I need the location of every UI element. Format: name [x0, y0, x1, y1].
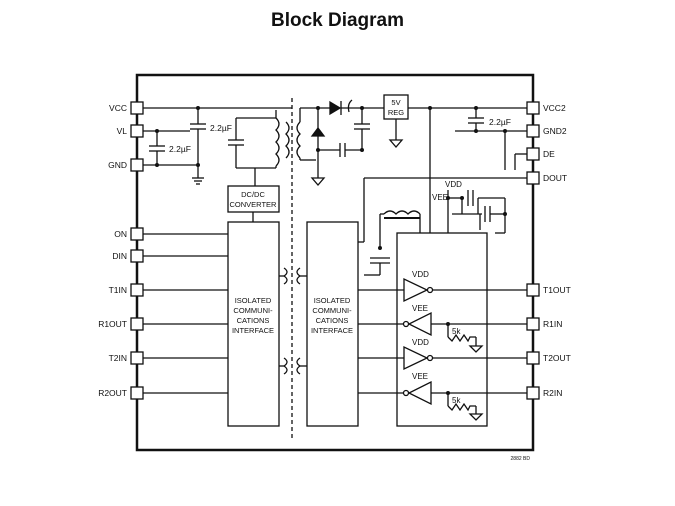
junction-dot — [474, 129, 478, 133]
junction-dot — [460, 196, 464, 200]
junction-dot — [316, 148, 320, 152]
signal-transformer-2 — [279, 357, 307, 375]
dcdc-converter — [227, 185, 280, 222]
regulator-label-2: REG — [388, 108, 404, 117]
pin-label-t1in: T1IN — [109, 285, 127, 295]
junction-dot — [446, 322, 450, 326]
junction-dot — [360, 148, 364, 152]
driver-1 — [358, 277, 527, 303]
junction-dot — [155, 163, 159, 167]
junction-dot — [503, 129, 507, 133]
left-pins — [130, 101, 144, 400]
primary-tank-circuit — [228, 110, 290, 186]
vee-label-driver-2: VEE — [412, 372, 428, 381]
resistor-label-1: 5k — [452, 327, 461, 336]
left-supply-wiring — [143, 107, 292, 185]
isolated-interface-left — [227, 221, 280, 427]
vdd-label-driver-1: VDD — [412, 270, 429, 279]
cap-label-vcc: 2.2µF — [210, 123, 232, 133]
pin-din — [130, 249, 144, 263]
vdd-label-driver-2: VDD — [412, 338, 429, 347]
pin-t1in — [130, 283, 144, 297]
junction-dot — [196, 163, 200, 167]
vee-label-driver-1: VEE — [412, 304, 428, 313]
iso-left-line-3: CATIONS — [237, 316, 270, 325]
junction-dot — [428, 106, 432, 110]
signal-transformer-1 — [279, 267, 307, 285]
pin-label-vcc2: VCC2 — [543, 103, 566, 113]
pin-r1out — [130, 317, 144, 331]
pin-de — [526, 147, 540, 161]
pin-label-r2out: R2OUT — [98, 388, 127, 398]
pin-label-t2in: T2IN — [109, 353, 127, 363]
pin-r2out — [130, 386, 144, 400]
receiver-1 — [358, 311, 527, 353]
regulator-label-1: 5V — [391, 98, 400, 107]
regulator-5v — [383, 94, 527, 148]
pin-label-on: ON — [114, 229, 127, 239]
secondary-coil — [364, 210, 421, 276]
figure-code: 2882 BD — [511, 456, 531, 462]
de-dout-wiring — [358, 153, 527, 243]
junction-dot — [474, 106, 478, 110]
pin-label-gnd: GND — [108, 160, 127, 170]
secondary-power — [296, 99, 384, 186]
pin-gnd2 — [526, 124, 540, 138]
pin-label-r1out: R1OUT — [98, 319, 127, 329]
charge-pump — [447, 190, 506, 234]
dcdc-label-1: DC/DC — [241, 190, 265, 199]
iso-right-line-3: CATIONS — [316, 316, 349, 325]
pin-label-r2in: R2IN — [543, 388, 562, 398]
pin-vcc — [130, 101, 144, 115]
pin-vcc2 — [526, 101, 540, 115]
driver-2 — [358, 345, 527, 371]
cap-label-vcc2: 2.2µF — [489, 117, 511, 127]
page-title: Block Diagram — [270, 10, 405, 31]
pin-label-t1out: T1OUT — [543, 285, 571, 295]
pin-label-din: DIN — [112, 251, 127, 261]
dcdc-label-2: CONVERTER — [230, 200, 278, 209]
junction-dot — [196, 106, 200, 110]
pin-r1in — [526, 317, 540, 331]
iso-left-line-2: COMMUNI- — [233, 306, 273, 315]
junction-dot — [446, 391, 450, 395]
vee-label-top: VEE — [432, 193, 448, 202]
junction-dot — [378, 246, 382, 250]
pin-label-dout: DOUT — [543, 173, 567, 183]
transformer-primary-core — [285, 121, 290, 159]
pin-on — [130, 227, 144, 241]
receiver-2 — [358, 380, 527, 421]
cap-label-vl: 2.2µF — [169, 144, 191, 154]
iso-right-line-4: INTERFACE — [311, 326, 353, 335]
pin-label-gnd2: GND2 — [543, 126, 567, 136]
pin-label-vl: VL — [117, 126, 128, 136]
junction-dot — [446, 196, 450, 200]
pin-t2in — [130, 351, 144, 365]
junction-dot — [155, 129, 159, 133]
iso-left-line-4: INTERFACE — [232, 326, 274, 335]
vdd-label-top: VDD — [445, 180, 462, 189]
transceiver-block — [396, 232, 488, 427]
pin-gnd — [130, 158, 144, 172]
iso-right-line-2: COMMUNI- — [312, 306, 352, 315]
junction-dot — [316, 106, 320, 110]
vcc2-decoupling — [429, 108, 527, 233]
iso-right-line-1: ISOLATED — [314, 296, 351, 305]
pin-label-vcc: VCC — [109, 103, 127, 113]
pin-dout — [526, 171, 540, 185]
junction-dot — [503, 212, 507, 216]
resistor-label-2: 5k — [452, 396, 461, 405]
left-signal-lines — [143, 233, 228, 394]
pin-t1out — [526, 283, 540, 297]
isolated-interface-right — [306, 221, 359, 427]
junction-dot — [360, 106, 364, 110]
pin-label-r1in: R1IN — [543, 319, 562, 329]
pin-r2in — [526, 386, 540, 400]
pin-t2out — [526, 351, 540, 365]
pin-vl — [130, 124, 144, 138]
pin-label-t2out: T2OUT — [543, 353, 571, 363]
iso-left-line-1: ISOLATED — [235, 296, 272, 305]
pin-label-de: DE — [543, 149, 555, 159]
